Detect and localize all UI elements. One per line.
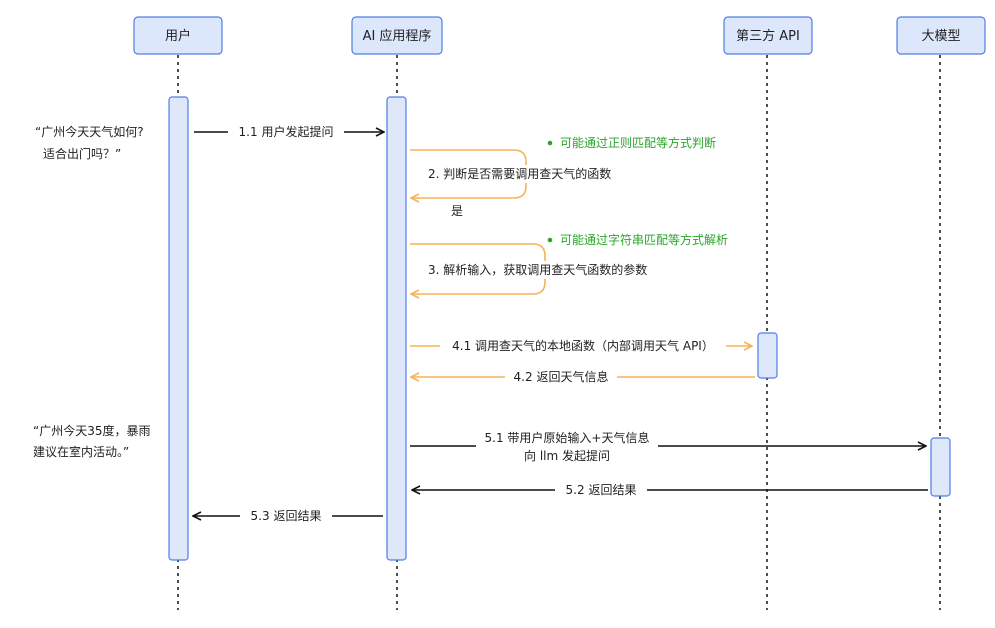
label-5-3: 5.3 返回结果 <box>251 509 322 523</box>
hint-3: 可能通过字符串匹配等方式解析 <box>560 232 728 247</box>
actor-app-label: AI 应用程序 <box>363 28 432 44</box>
actor-app: AI 应用程序 <box>351 16 443 55</box>
activation-user <box>168 96 189 561</box>
label-bg-5-3 <box>240 507 332 525</box>
label-5-2: 5.2 返回结果 <box>566 483 637 497</box>
label-1-1: 1.1 用户发起提问 <box>239 124 334 139</box>
actor-user: 用户 <box>133 16 223 55</box>
note-answer-line1: “广州今天35度，暴雨 <box>33 423 151 438</box>
hint-3-bullet <box>547 237 553 243</box>
label-bg-4-1 <box>440 337 726 355</box>
note-answer-line2: 建议在室内活动。” <box>33 444 129 459</box>
actor-api: 第三方 API <box>723 16 813 55</box>
label-5-1-line1: 5.1 带用户原始输入+天气信息 <box>485 430 650 445</box>
label-4-1: 4.1 调用查天气的本地函数（内部调用天气 API） <box>452 338 714 353</box>
actor-llm-label: 大模型 <box>921 29 960 44</box>
note-user-question-line2: 适合出门吗？” <box>43 146 121 161</box>
label-bg-4-2 <box>505 368 617 386</box>
label-bg-5-2 <box>555 481 647 499</box>
label-bg-5-1 <box>476 430 658 464</box>
label-2: 2. 判断是否需要调用查天气的函数 <box>428 166 611 181</box>
label-4-2: 4.2 返回天气信息 <box>514 369 609 384</box>
label-3: 3. 解析输入，获取调用查天气函数的参数 <box>428 262 647 277</box>
actor-api-label: 第三方 API <box>736 28 800 44</box>
hint-2: 可能通过正则匹配等方式判断 <box>560 135 716 150</box>
activation-app <box>386 96 407 561</box>
activation-api <box>757 332 778 379</box>
activation-llm <box>930 437 951 497</box>
hint-2-bullet <box>547 140 553 146</box>
label-bg-1-1 <box>228 123 344 141</box>
actor-llm: 大模型 <box>896 16 986 55</box>
note-user-question-line1: “广州今天天气如何? <box>35 124 144 139</box>
label-bg-2 <box>424 165 630 183</box>
label-5-1-line2: 向 llm 发起提问 <box>524 448 610 463</box>
label-bg-3 <box>424 261 666 279</box>
actor-user-label: 用户 <box>165 28 191 44</box>
label-2-result: 是 <box>451 204 463 218</box>
